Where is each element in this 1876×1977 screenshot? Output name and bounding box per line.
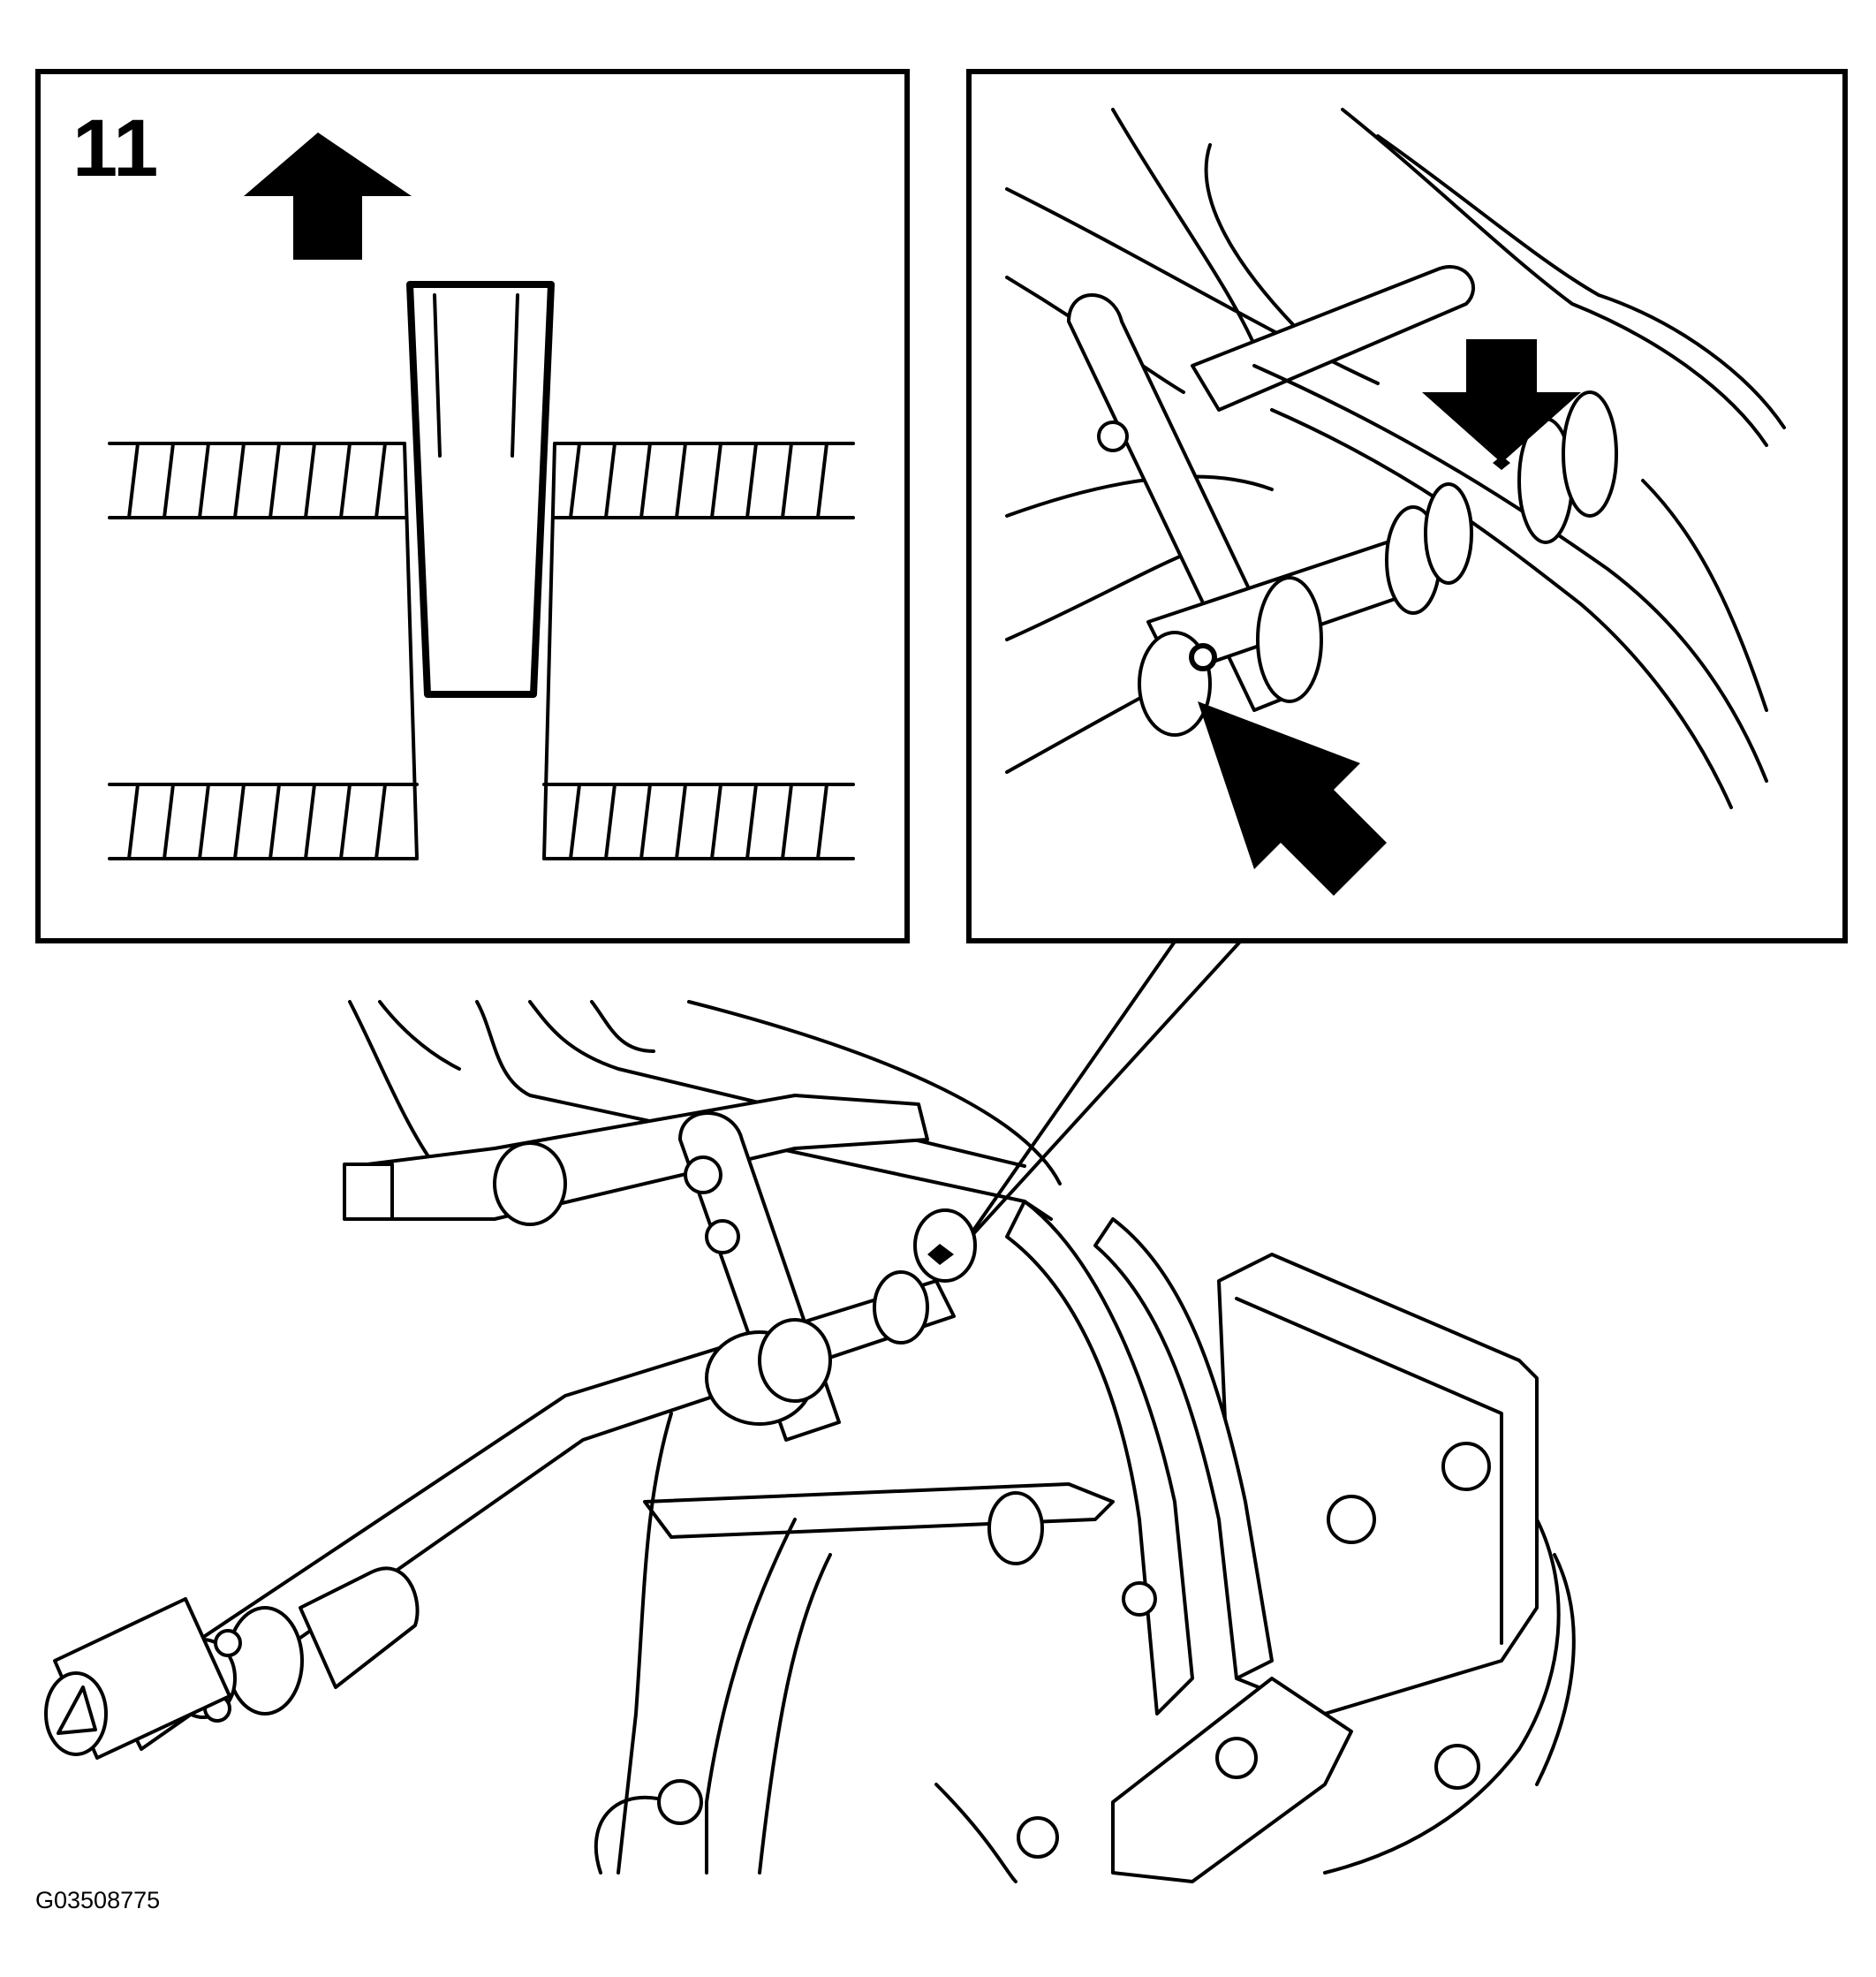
arrow-down-icon	[1422, 339, 1581, 463]
bushing	[406, 281, 555, 698]
bushing-detail-panel: 11	[35, 69, 910, 943]
main-spindle	[113, 1279, 956, 1751]
lower-wall-hatching	[108, 783, 855, 860]
upper-screw	[352, 1094, 929, 1221]
callout-leader	[961, 940, 1242, 1247]
bushing-removal-drawing	[108, 133, 855, 860]
step-number: 11	[72, 103, 159, 193]
socket	[53, 1597, 231, 1760]
universal-joint	[299, 1566, 420, 1689]
puller-closeup-drawing	[1005, 108, 1786, 896]
cross-rod	[1191, 265, 1476, 412]
arrow-up-icon	[244, 133, 412, 260]
figure-id: G03508775	[35, 1887, 161, 1913]
puller-closeup-panel	[966, 69, 1848, 943]
upper-wall-hatching	[108, 442, 855, 519]
arrow-diagonal-icon	[1198, 701, 1387, 896]
bolt-hole	[1189, 643, 1217, 671]
puller-yoke	[678, 1111, 841, 1442]
square-drive-icon	[57, 1685, 97, 1735]
tapered-bore	[403, 442, 556, 860]
bracket-plate	[1005, 1200, 1194, 1716]
vise-jaw	[1217, 1253, 1539, 1716]
